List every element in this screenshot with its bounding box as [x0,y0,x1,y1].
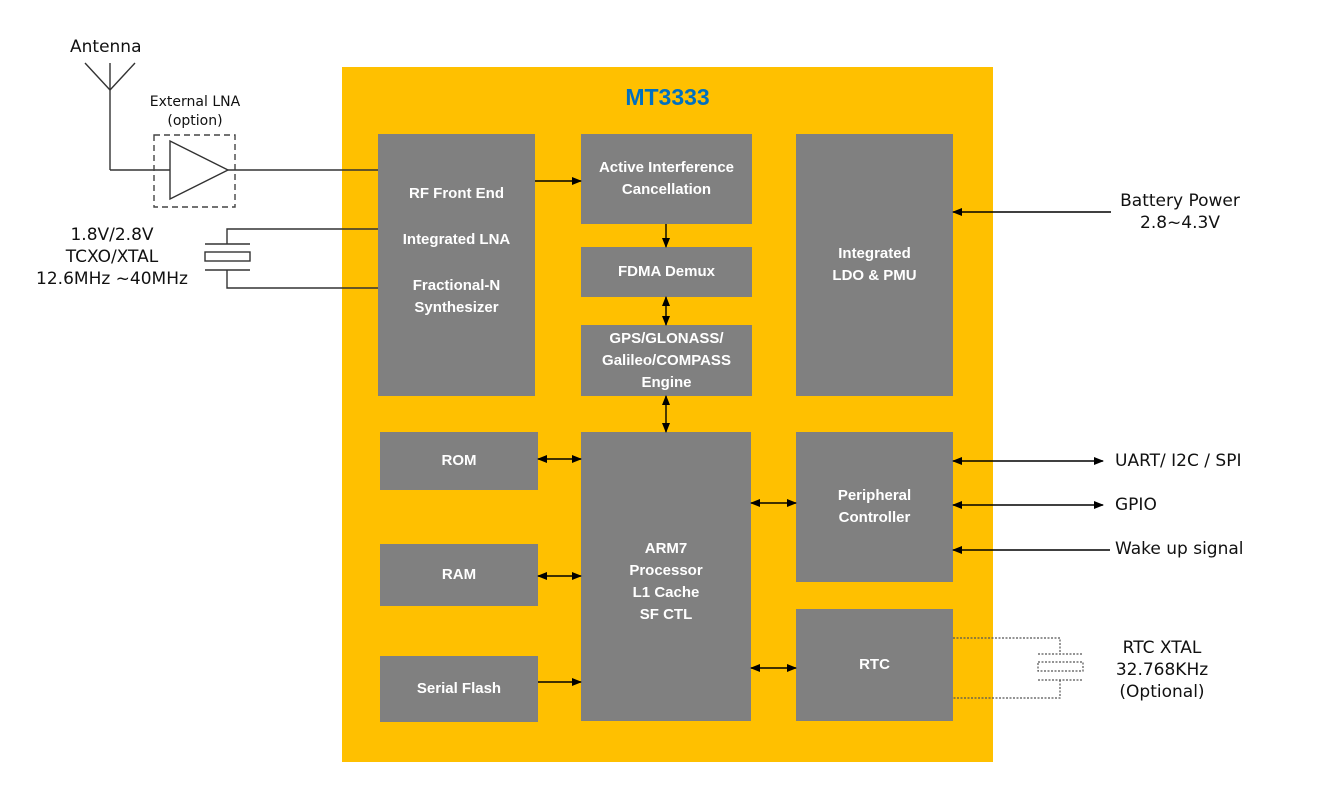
external-lna-label: External LNA (option) [140,93,250,131]
block-label: FDMA Demux [618,263,715,280]
label-line: 1.8V/2.8V [70,225,154,245]
label-line: 2.8~4.3V [1140,213,1220,233]
arm7-processor-block: ARM7 Processor L1 Cache SF CTL [581,432,751,721]
rtc-xtal-label: RTC XTAL 32.768KHz (Optional) [1092,637,1232,703]
label-line: 32.768KHz [1115,660,1209,680]
label-line: (Optional) [1119,682,1205,702]
fdma-demux-block: FDMA Demux [581,247,752,297]
block-label: RF Front End [409,185,504,202]
rf-front-end-block: RF Front End Integrated LNA Fractional-N… [378,134,535,396]
wake-up-signal-label: Wake up signal [1115,539,1244,559]
label-line: External LNA [149,94,241,110]
rtc-crystal-icon [953,637,1084,699]
block-label: Integrated LNA [402,231,511,248]
block-label: Peripheral [837,487,912,504]
rtc-block: RTC [796,609,953,721]
rom-block: ROM [380,432,538,490]
serial-flash-block: Serial Flash [380,656,538,722]
label-line: RTC XTAL [1122,638,1202,658]
peripheral-controller-block: Peripheral Controller [796,432,953,582]
block-label: Processor [629,562,703,579]
block-label: GPS/GLONASS/ [609,329,724,347]
amplifier-icon [169,139,230,201]
crystal-icon [204,228,378,289]
chip-title: MT3333 [625,84,710,110]
block-label: Synthesizer [414,299,499,316]
label-line: (option) [167,113,223,129]
block-label: Active Interference [598,159,735,176]
ldo-pmu-block: Integrated LDO & PMU [796,134,953,396]
antenna-icon [84,62,136,170]
label-line: Battery Power [1120,191,1240,211]
block-label: Fractional-N [412,277,501,294]
block-label: L1 Cache [632,584,700,601]
battery-power-label: Battery Power 2.8~4.3V [1110,190,1250,234]
block-label: LDO & PMU [832,267,917,284]
block-label: Integrated [838,245,911,262]
label-line: TCXO/XTAL [65,247,159,267]
uart-i2c-spi-label: UART/ I2C / SPI [1115,451,1242,471]
block-label: RTC [859,656,890,673]
external-lna-option-box [153,134,236,208]
label-line: 12.6MHz ~40MHz [36,269,188,289]
antenna-label: Antenna [70,37,142,57]
gnss-engine-block: GPS/GLONASS/ Galileo/COMPASS Engine [581,325,752,396]
block-label: Cancellation [621,181,712,198]
ram-block: RAM [380,544,538,606]
active-interference-cancellation-block: Active Interference Cancellation [581,134,752,224]
block-label: ARM7 [644,540,688,557]
block-label: Engine [641,373,692,391]
tcxo-label: 1.8V/2.8V TCXO/XTAL 12.6MHz ~40MHz [22,224,202,290]
block-label: Galileo/COMPASS [602,351,731,369]
block-label: RAM [441,566,477,583]
block-label: Serial Flash [416,680,502,697]
block-label: ROM [441,452,477,469]
block-label: SF CTL [639,606,693,623]
gpio-label: GPIO [1115,495,1157,515]
block-label: Controller [838,509,911,526]
